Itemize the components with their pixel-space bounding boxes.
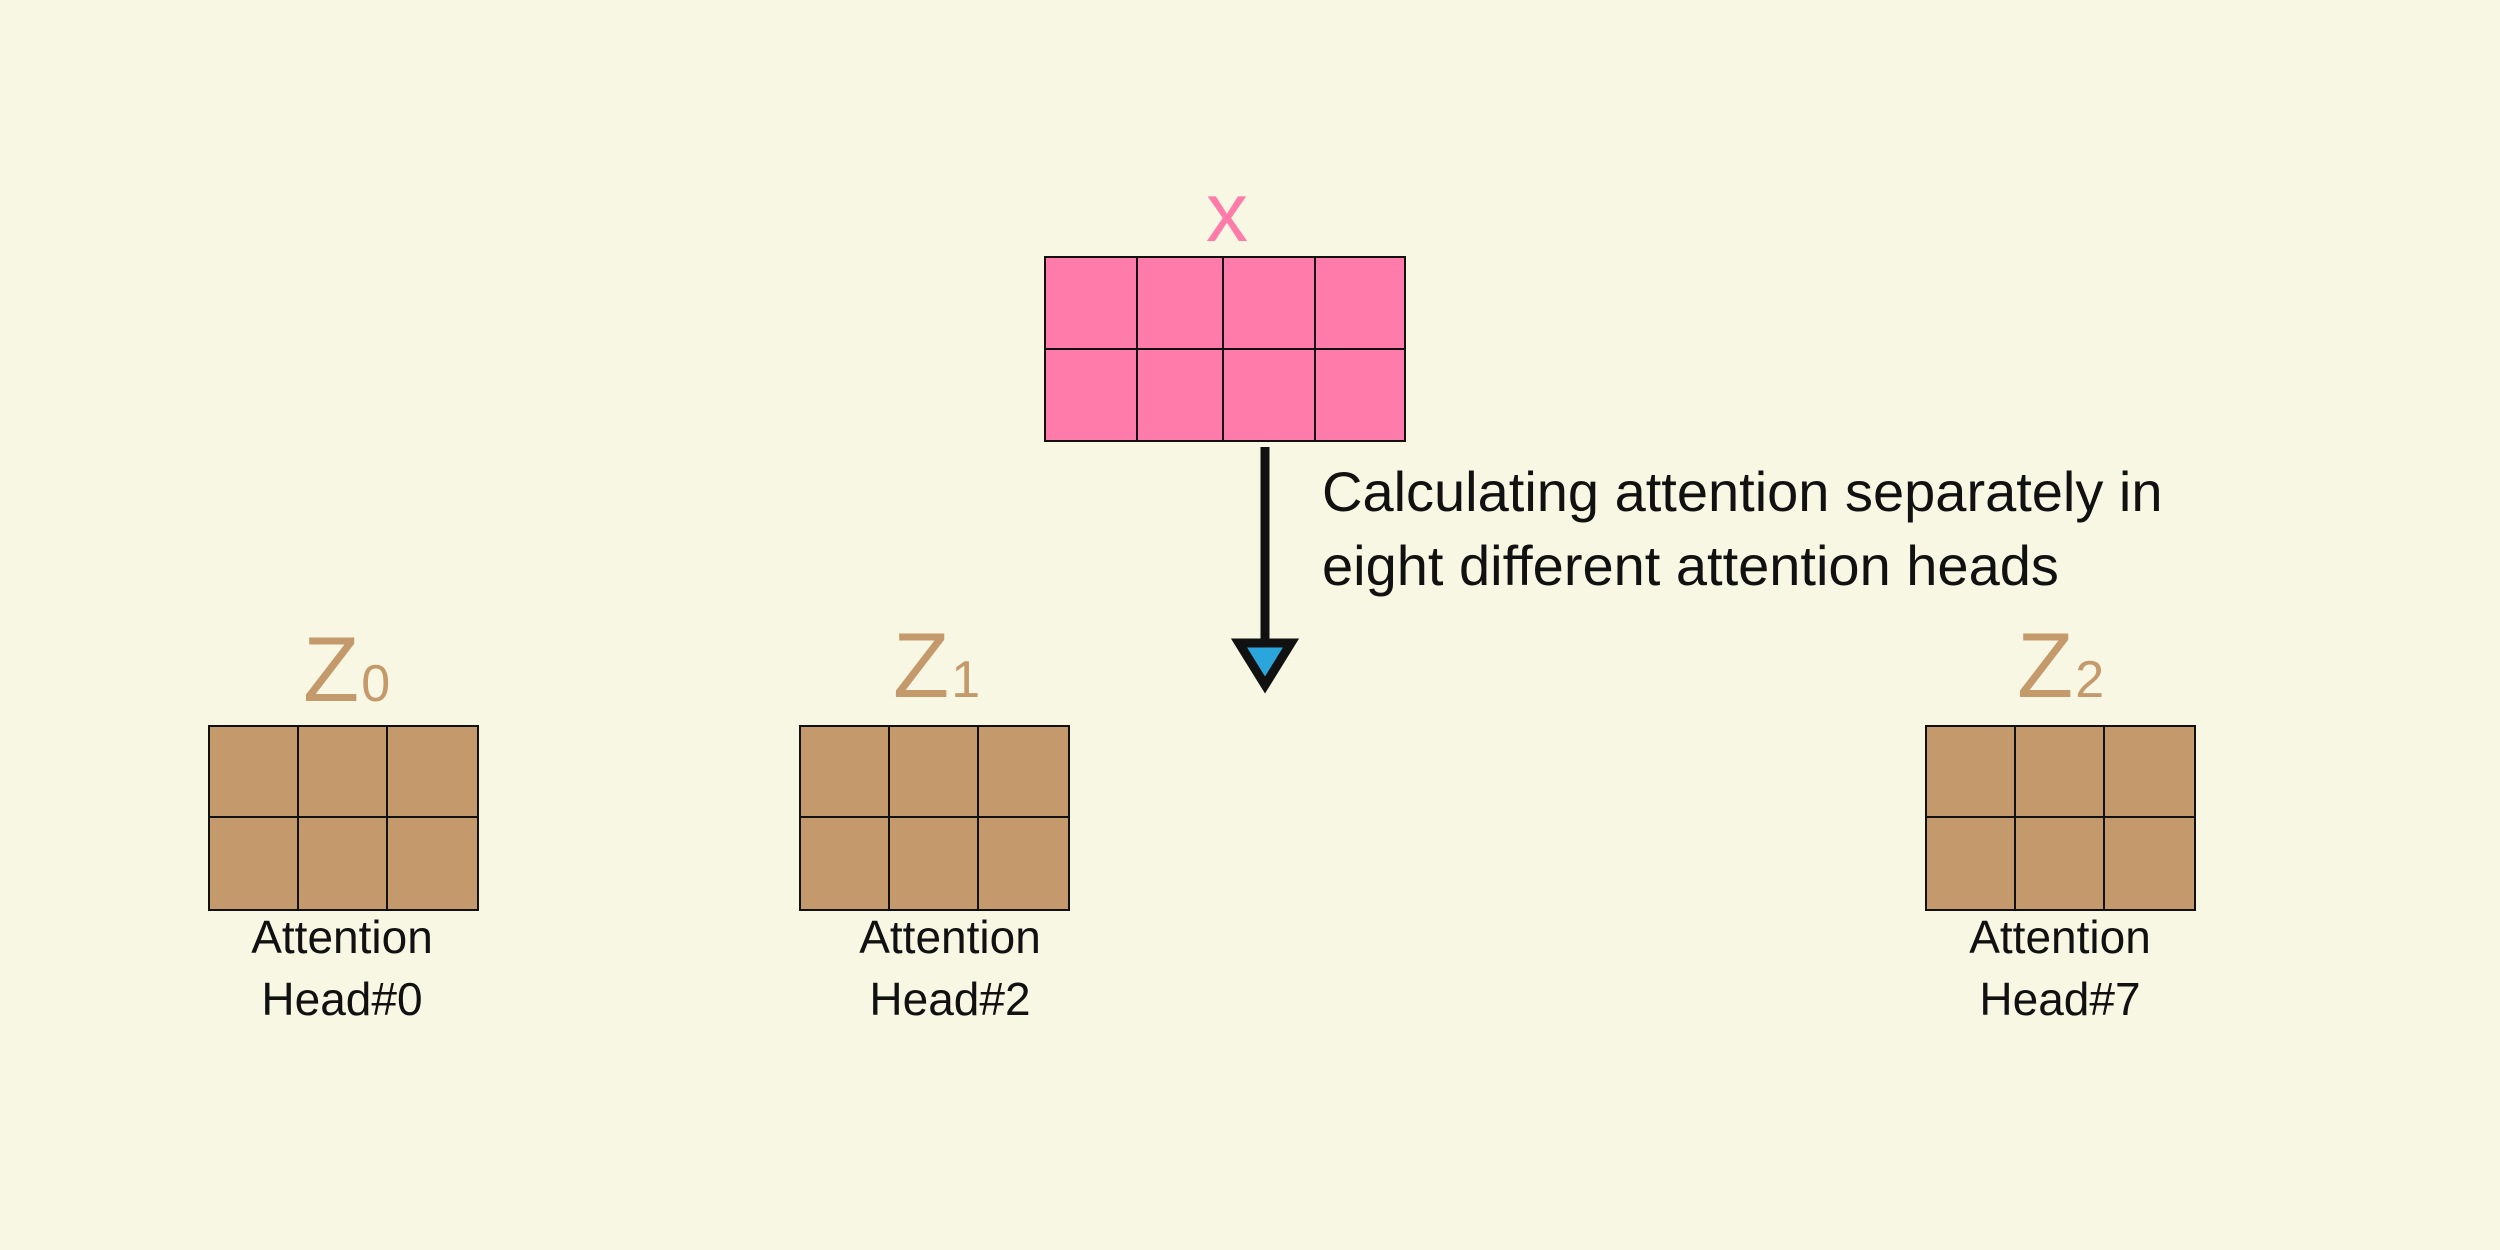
head-0-label-main: Z: [303, 619, 360, 721]
input-label: x: [1206, 165, 1248, 259]
head-0-cell-r1-c0: [210, 818, 299, 909]
head-2-matrix: [1925, 725, 2196, 911]
input-cell-r0-c0: [1046, 258, 1138, 350]
head-1-cell-r0-c0: [801, 727, 890, 818]
head-1-matrix: [799, 725, 1070, 911]
input-cell-r0-c1: [1138, 258, 1224, 350]
head-1-cell-r0-c1: [890, 727, 979, 818]
input-cell-r1-c3: [1316, 350, 1404, 440]
head-0-cell-r1-c1: [299, 818, 388, 909]
head-2-label-sub: 2: [2075, 651, 2105, 709]
head-2-cell-r1-c2: [2105, 818, 2194, 909]
head-0-matrix: [208, 725, 479, 911]
head-0-caption-line-1: Attention: [251, 911, 433, 963]
head-0-label-sub: 0: [361, 655, 391, 713]
head-1-label-main: Z: [893, 615, 950, 717]
head-2-cell-r1-c1: [2016, 818, 2105, 909]
input-matrix: [1044, 256, 1406, 442]
head-2-label-main: Z: [2017, 615, 2074, 717]
head-2-cell-r0-c0: [1927, 727, 2016, 818]
input-cell-r1-c2: [1224, 350, 1316, 440]
head-1-cell-r1-c1: [890, 818, 979, 909]
head-0-label: Z0: [303, 624, 390, 716]
down-arrow: [1230, 447, 1300, 694]
head-2-label: Z2: [2017, 620, 2104, 712]
head-2-caption: Attention Head#7: [1900, 906, 2220, 1030]
head-1-caption-line-2: Head#2: [869, 973, 1031, 1025]
input-cell-r1-c0: [1046, 350, 1138, 440]
head-0-cell-r0-c2: [388, 727, 477, 818]
head-2-caption-line-2: Head#7: [1979, 973, 2141, 1025]
arrow-head: [1230, 638, 1300, 694]
head-2-cell-r0-c2: [2105, 727, 2194, 818]
input-cell-r1-c1: [1138, 350, 1224, 440]
arrow-note: Calculating attention separately in eigh…: [1322, 455, 2322, 603]
head-0-cell-r0-c1: [299, 727, 388, 818]
input-cell-r0-c2: [1224, 258, 1316, 350]
arrow-note-line-2: eight different attention heads: [1322, 534, 2059, 597]
head-2-cell-r1-c0: [1927, 818, 2016, 909]
head-1-caption-line-1: Attention: [859, 911, 1041, 963]
head-0-cell-r0-c0: [210, 727, 299, 818]
head-2-caption-line-1: Attention: [1969, 911, 2151, 963]
head-1-cell-r1-c0: [801, 818, 890, 909]
head-1-label-sub: 1: [951, 651, 981, 709]
head-0-caption: Attention Head#0: [182, 906, 502, 1030]
head-1-cell-r1-c2: [979, 818, 1068, 909]
arrow-note-line-1: Calculating attention separately in: [1322, 460, 2163, 523]
head-0-cell-r1-c2: [388, 818, 477, 909]
head-1-cell-r0-c2: [979, 727, 1068, 818]
head-2-cell-r0-c1: [2016, 727, 2105, 818]
input-cell-r0-c3: [1316, 258, 1404, 350]
head-1-caption: Attention Head#2: [790, 906, 1110, 1030]
head-1-label: Z1: [893, 620, 980, 712]
head-0-caption-line-2: Head#0: [261, 973, 423, 1025]
